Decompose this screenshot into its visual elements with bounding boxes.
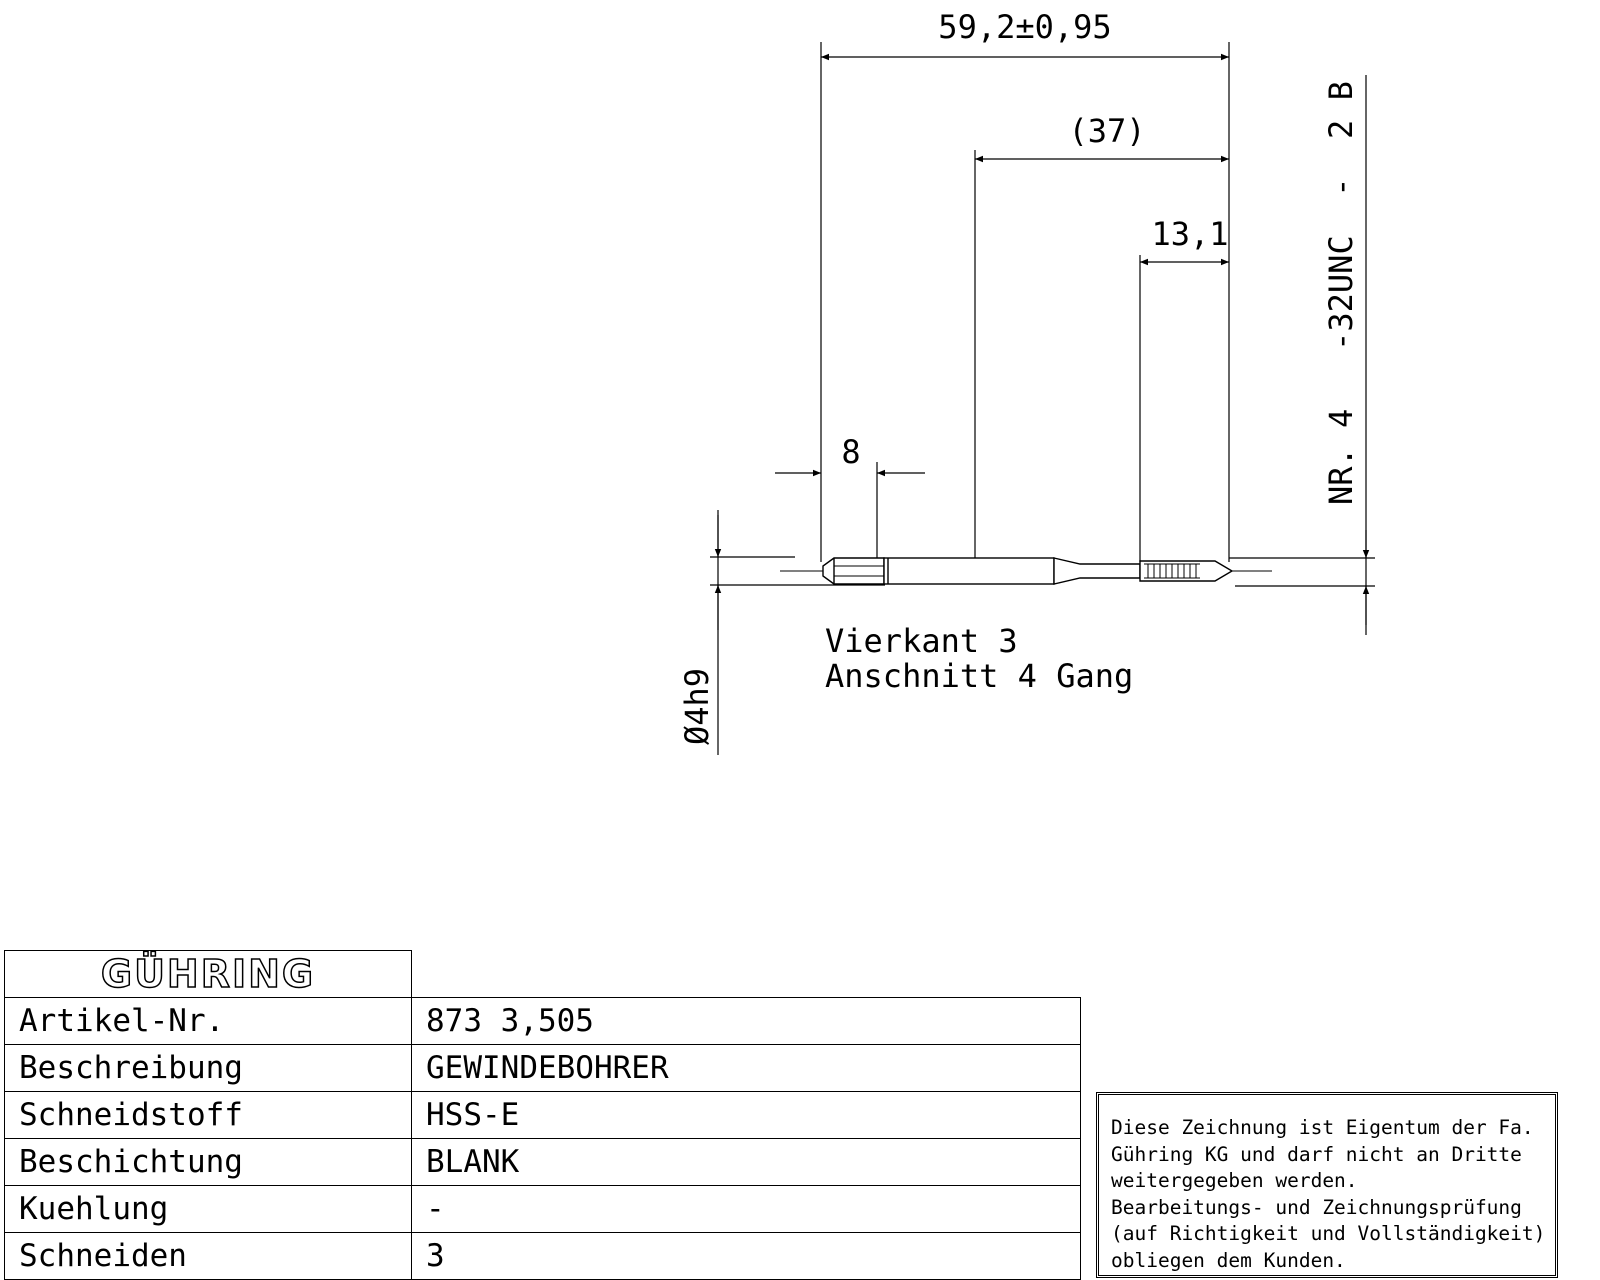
disclaimer-line: Bearbeitungs- und Zeichnungsprüfung <box>1111 1195 1522 1219</box>
value-kuehlung: - <box>411 1185 1081 1233</box>
value-schneiden: 3 <box>411 1232 1081 1280</box>
table-row: Schneidstoff HSS-E <box>4 1091 1081 1139</box>
thread-hatching <box>1144 563 1200 579</box>
label-artikel-nr: Artikel-Nr. <box>4 997 412 1045</box>
value-artikel-nr: 873 3,505 <box>411 997 1081 1045</box>
shank <box>883 557 1055 585</box>
note-square: Vierkant 3 <box>825 622 1018 660</box>
value-schneidstoff: HSS-E <box>411 1091 1081 1139</box>
label-schneiden: Schneiden <box>4 1232 412 1280</box>
dim-length-37: (37) <box>1068 112 1145 150</box>
table-row: Artikel-Nr. 873 3,505 <box>4 997 1081 1045</box>
technical-drawing: 59,2±0,95 (37) 13,1 8 Ø4h9 NR. 4 -32UNC … <box>678 8 1375 755</box>
disclaimer-line: (auf Richtigkeit und Vollständigkeit) <box>1111 1222 1546 1245</box>
disclaimer-box: Diese Zeichnung ist Eigentum der Fa. Güh… <box>1096 1092 1558 1278</box>
dim-overall-length: 59,2±0,95 <box>938 8 1111 46</box>
thread-section <box>1139 560 1234 582</box>
logo-cell: GÜHRING <box>4 950 412 998</box>
neck <box>1053 557 1141 585</box>
disclaimer-line: Diese Zeichnung ist Eigentum der Fa. <box>1111 1116 1534 1139</box>
table-row: Beschreibung GEWINDEBOHRER <box>4 1044 1081 1092</box>
label-kuehlung: Kuehlung <box>4 1185 412 1233</box>
dim-shank-diameter: Ø4h9 <box>678 668 716 745</box>
dim-square-length: 8 <box>841 433 860 471</box>
disclaimer-line: obliegen dem Kunden. <box>1111 1248 1346 1272</box>
tap-body <box>822 557 1234 585</box>
dim-thread-length: 13,1 <box>1151 215 1228 253</box>
value-beschreibung: GEWINDEBOHRER <box>411 1044 1081 1092</box>
label-beschreibung: Beschreibung <box>4 1044 412 1092</box>
disclaimer-line: Gühring KG und darf nicht an Dritte <box>1111 1142 1522 1166</box>
table-row: Kuehlung - <box>4 1185 1081 1233</box>
dim-thread-spec: NR. 4 -32UNC - 2 B <box>1322 81 1360 505</box>
guehring-logo: GÜHRING <box>100 951 316 997</box>
table-row: Schneiden 3 <box>4 1232 1081 1280</box>
disclaimer-line: weitergegeben werden. <box>1111 1169 1358 1192</box>
label-schneidstoff: Schneidstoff <box>4 1091 412 1139</box>
title-block: GÜHRING Artikel-Nr. 873 3,505 Beschreibu… <box>4 950 1081 1280</box>
label-beschichtung: Beschichtung <box>4 1138 412 1186</box>
table-row: Beschichtung BLANK <box>4 1138 1081 1186</box>
note-chamfer: Anschnitt 4 Gang <box>825 657 1133 695</box>
square-end <box>822 557 885 585</box>
value-beschichtung: BLANK <box>411 1138 1081 1186</box>
